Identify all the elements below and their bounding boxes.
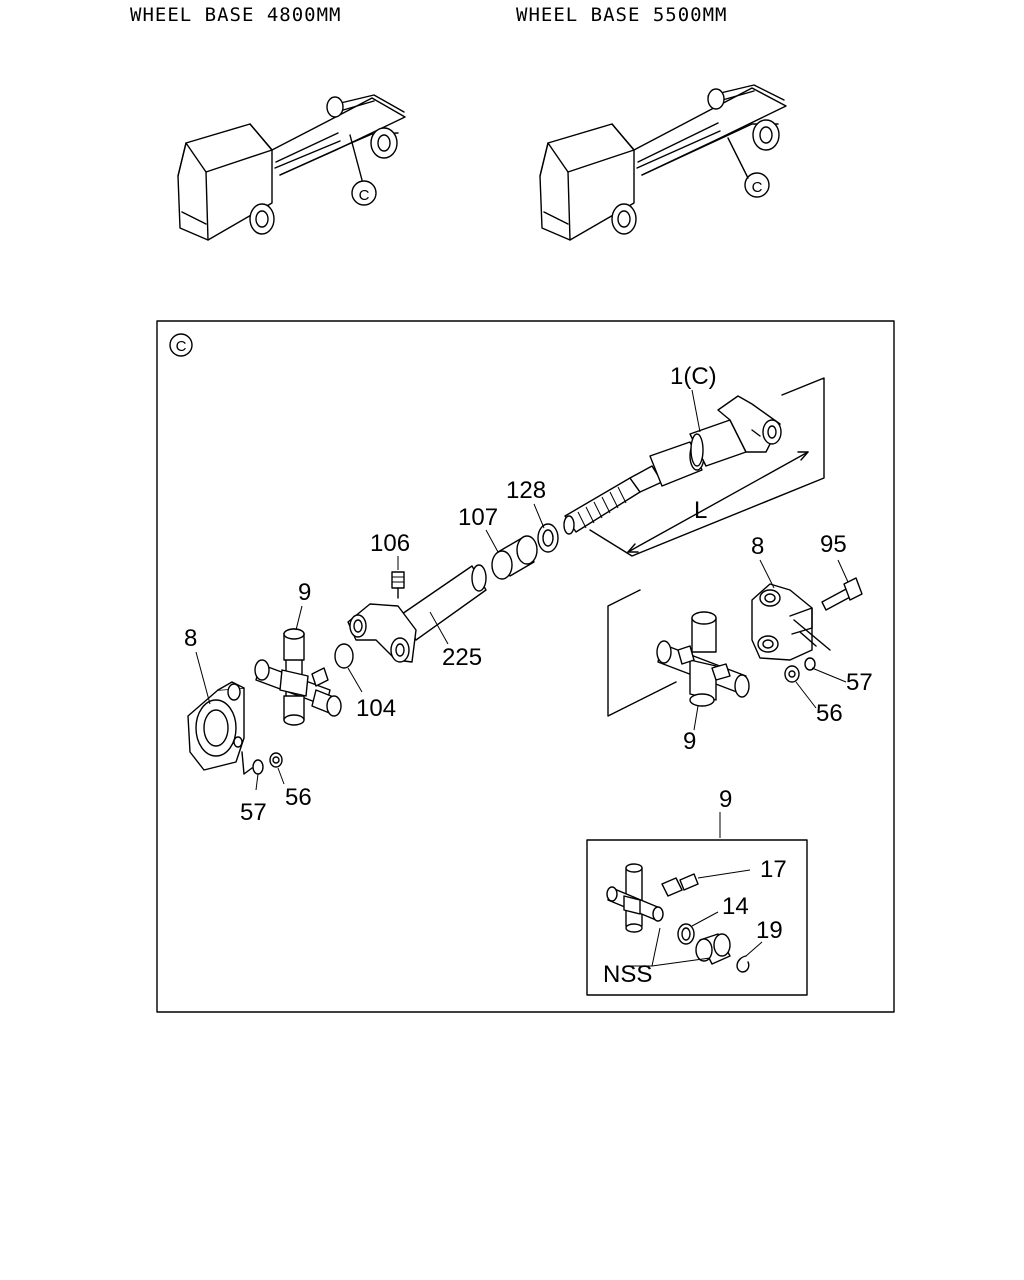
left-flange-yoke — [187, 681, 253, 775]
detail-callout-c — [169, 333, 193, 357]
callout-c-left — [351, 180, 377, 206]
truck-illustration-4800 — [177, 94, 406, 241]
part-128-ring — [537, 523, 559, 553]
header-wheel-base-5500: WHEEL BASE 5500MM — [516, 4, 728, 26]
label-nss: NSS — [603, 961, 652, 988]
detail-frame — [156, 320, 895, 1013]
right-nut-56 — [784, 665, 800, 683]
label-part-57-right: 57 — [846, 669, 873, 696]
callout-c-right-text: C — [752, 179, 763, 196]
part-107-sleeve — [491, 535, 538, 580]
part-104-plug — [334, 643, 354, 669]
label-part-56-right: 56 — [816, 700, 843, 727]
label-part-8-left: 8 — [184, 625, 197, 652]
right-washer-57 — [804, 657, 816, 671]
label-part-106: 106 — [370, 530, 410, 557]
label-part-56-left: 56 — [285, 784, 312, 811]
header-wheel-base-4800: WHEEL BASE 4800MM — [130, 4, 342, 26]
nss-leader-lines — [628, 927, 711, 967]
detail-callout-c-text: C — [176, 338, 187, 355]
part-106-grease-fitting — [391, 571, 405, 599]
part-225-tube-yoke — [347, 564, 487, 663]
label-dimension-l: L — [694, 497, 707, 524]
label-part-107: 107 — [458, 504, 498, 531]
label-part-9-kit: 9 — [719, 786, 732, 813]
label-part-8-right: 8 — [751, 533, 764, 560]
kit-universal-joint — [606, 863, 664, 933]
label-part-128: 128 — [506, 477, 546, 504]
label-part-225: 225 — [442, 644, 482, 671]
kit-inset-frame — [586, 839, 808, 996]
label-part-9-right: 9 — [683, 728, 696, 755]
label-part-14: 14 — [722, 893, 749, 920]
right-universal-joint — [656, 611, 750, 707]
label-part-17: 17 — [760, 856, 787, 883]
left-washer-57 — [252, 759, 264, 775]
label-part-1c: 1(C) — [670, 363, 717, 390]
right-assembly-bracket — [607, 589, 677, 717]
slip-yoke-shaft — [563, 395, 782, 535]
label-part-95: 95 — [820, 531, 847, 558]
kit-bearing-cup — [695, 933, 731, 965]
kit-part-14-seal — [677, 911, 719, 945]
leader-lines — [195, 389, 849, 838]
left-nut-56 — [269, 752, 283, 768]
label-part-104: 104 — [356, 695, 396, 722]
left-universal-joint — [254, 628, 342, 726]
kit-part-17-fitting — [661, 869, 751, 897]
callout-c-left-text: C — [359, 187, 370, 204]
callout-c-right — [744, 172, 770, 198]
label-part-57-left: 57 — [240, 799, 267, 826]
label-part-19: 19 — [756, 917, 783, 944]
truck-illustration-5500 — [539, 84, 787, 241]
label-part-9-left: 9 — [298, 579, 311, 606]
part-95-bolt — [821, 577, 863, 611]
kit-part-19-snap-ring — [736, 941, 763, 973]
right-yoke — [751, 583, 831, 661]
length-dimension — [589, 377, 825, 557]
